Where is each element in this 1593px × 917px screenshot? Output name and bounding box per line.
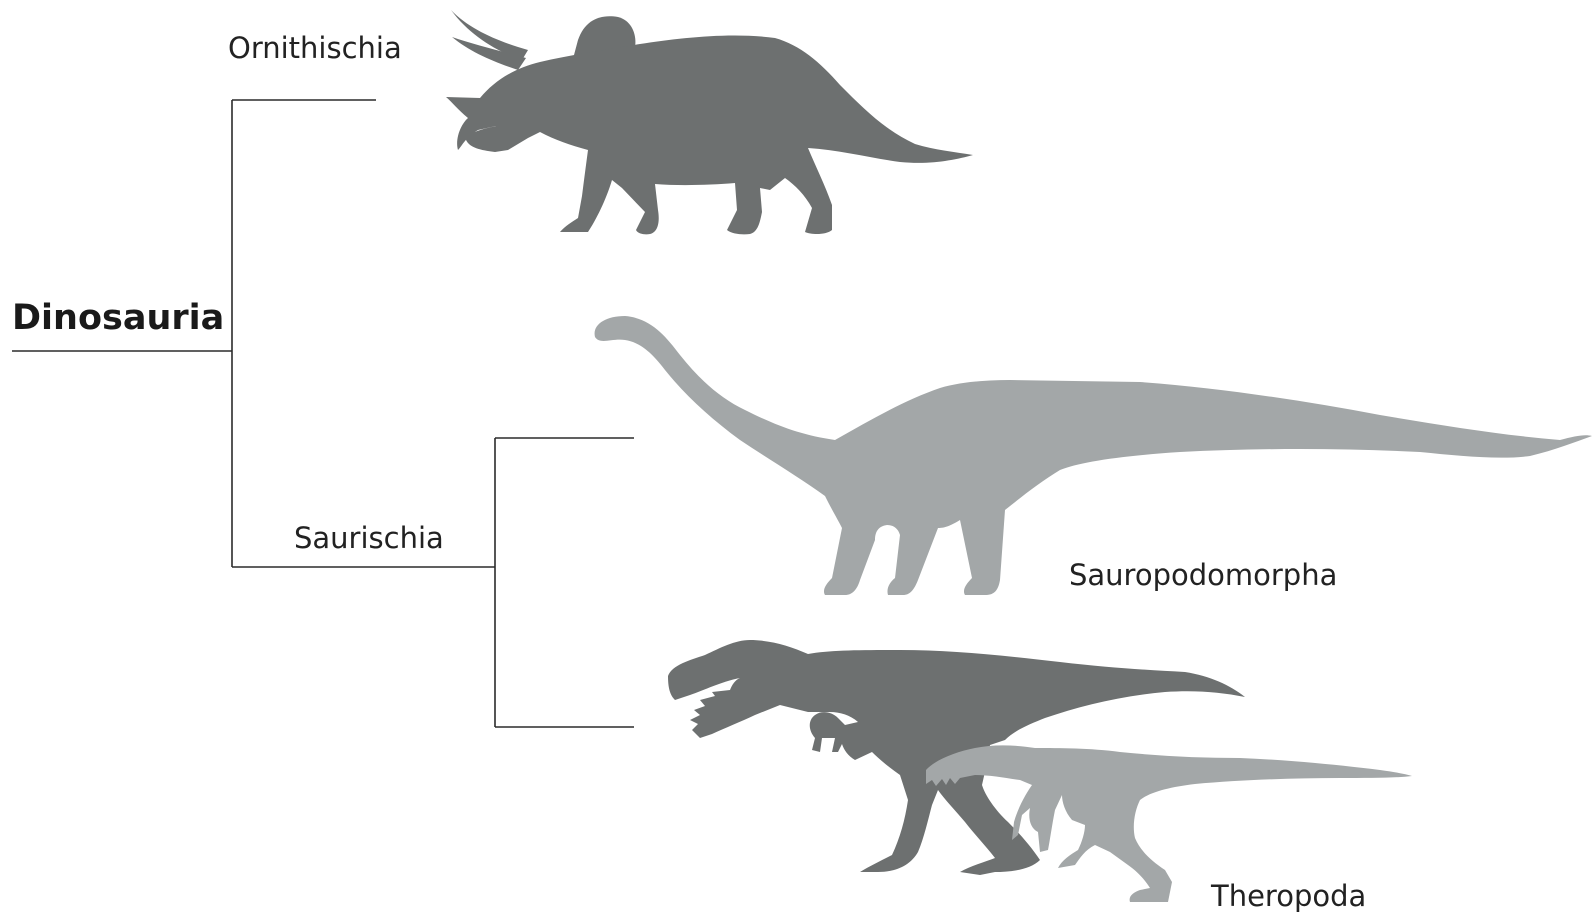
- triceratops-icon: [446, 10, 973, 234]
- theropoda-label: Theropoda: [1210, 879, 1366, 913]
- sauropod-icon: [595, 316, 1592, 595]
- saurischia-label: Saurischia: [294, 521, 444, 555]
- sauropodomorpha-label: Sauropodomorpha: [1069, 558, 1337, 592]
- ornithischia-label: Ornithischia: [228, 31, 402, 65]
- dinosauria-label: Dinosauria: [12, 298, 224, 338]
- tree-branches: [12, 100, 634, 727]
